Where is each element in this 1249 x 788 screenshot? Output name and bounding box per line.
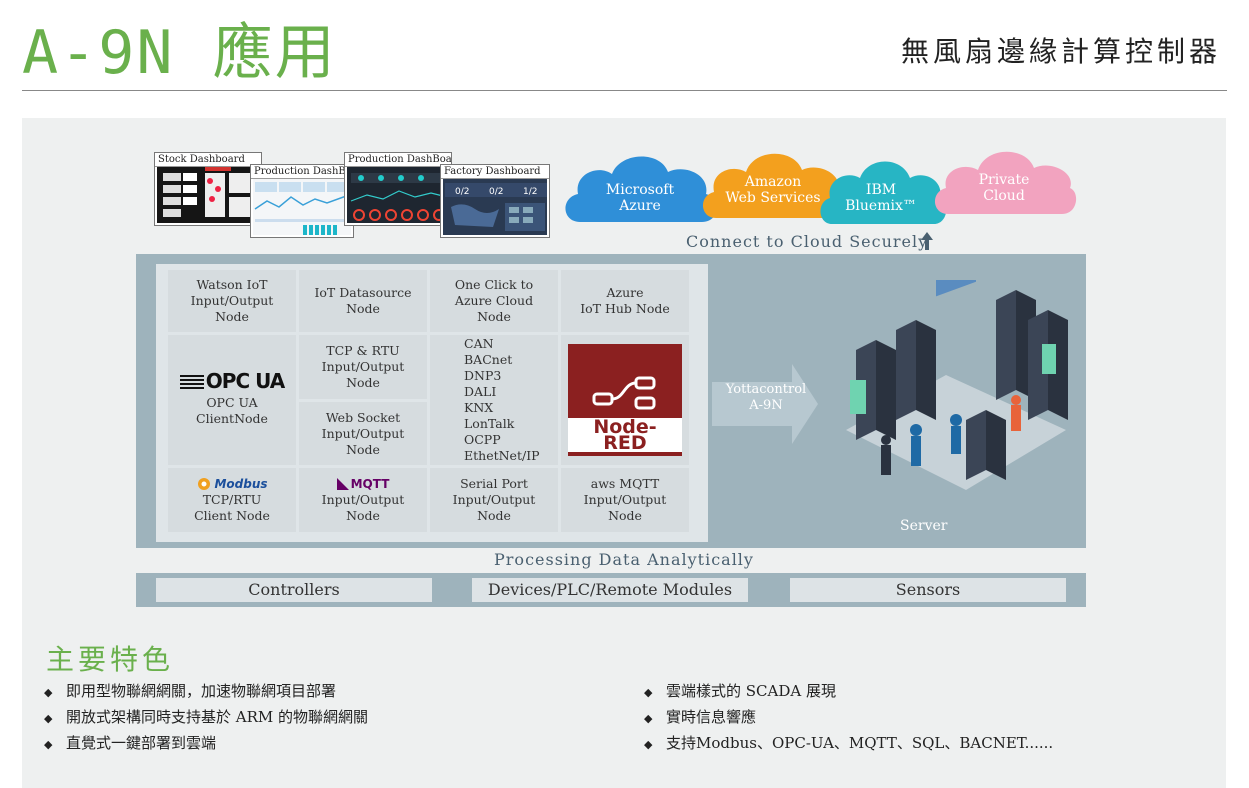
cloud-label: Azure	[619, 198, 661, 214]
mqtt-signal-icon	[336, 478, 349, 490]
opc-ua-logo: OPC UA	[179, 371, 285, 391]
cloud-label: Microsoft	[605, 182, 675, 198]
features-list-left: ◆即用型物聯網網關，加速物聯網項目部署 ◆開放式架構同時支持基於 ARM 的物聯…	[44, 678, 368, 756]
dashboard-title: Production DashBoard	[345, 153, 451, 167]
field-device-bar: Controllers Devices/PLC/Remote Modules S…	[136, 573, 1086, 607]
arrow-up-icon	[921, 232, 933, 250]
list-item: ◆實時信息響應	[644, 704, 1053, 730]
list-item: ◆即用型物聯網網關，加速物聯網項目部署	[44, 678, 368, 704]
dashboard-title: Factory Dashboard	[441, 165, 549, 179]
stock-dashboard-thumb: Stock Dashboard	[154, 152, 262, 226]
page-subtitle: 無風扇邊緣計算控制器	[900, 35, 1221, 68]
node-red-logo: Node-RED	[568, 344, 682, 456]
bottom-item-devices: Devices/PLC/Remote Modules	[472, 578, 748, 602]
diamond-bullet-icon: ◆	[644, 712, 653, 725]
svg-text:1/2: 1/2	[523, 187, 537, 197]
list-item: ◆直覺式一鍵部署到雲端	[44, 730, 368, 756]
diamond-bullet-icon: ◆	[44, 686, 53, 699]
dashboard-title: Stock Dashboard	[155, 153, 261, 167]
cloud-label: Cloud	[983, 188, 1025, 204]
cloud-label: Bluemix™	[845, 198, 917, 214]
dashboard-preview-icon	[163, 167, 253, 217]
server-label: Server	[900, 518, 948, 534]
server-room-illustration	[846, 280, 1068, 490]
diamond-bullet-icon: ◆	[644, 686, 653, 699]
cloud-label: IBM	[865, 182, 897, 198]
diamond-bullet-icon: ◆	[44, 712, 53, 725]
dashboard-preview-icon	[350, 173, 448, 221]
opc-ua-stripes-icon	[179, 375, 204, 389]
cloud-icon	[702, 153, 846, 218]
features-list-right: ◆雲端樣式的 SCADA 展現 ◆實時信息響應 ◆支持Modbus、OPC-UA…	[644, 678, 1053, 756]
cloud-icon	[565, 156, 717, 222]
svg-text:0/2: 0/2	[455, 187, 469, 197]
architecture-diagram: Stock Dashboard Production DashBoard	[22, 118, 1226, 788]
arrow-right-icon	[712, 364, 818, 444]
dashboard-title: Production DashBoard	[251, 165, 353, 179]
dashboard-preview-icon: 0/2 0/2 1/2	[445, 183, 547, 231]
diamond-bullet-icon: ◆	[644, 738, 653, 751]
bottom-item-controllers: Controllers	[156, 578, 432, 602]
cloud-label: Private	[978, 172, 1030, 188]
cloud-label: Amazon	[744, 174, 802, 190]
list-item: ◆開放式架構同時支持基於 ARM 的物聯網網關	[44, 704, 368, 730]
features-title: 主要特色	[46, 643, 175, 676]
production-dashboard-thumb: Production DashBoard	[250, 164, 354, 238]
modbus-logo: Modbus	[196, 476, 268, 492]
node-red-cell: Node-RED	[561, 335, 689, 465]
mqtt-logo: MQTT	[336, 476, 389, 492]
page-title: A-9N 應用	[22, 18, 337, 88]
cloud-caption: Connect to Cloud Securely	[686, 232, 929, 251]
list-item: ◆支持Modbus、OPC-UA、MQTT、SQL、BACNET......	[644, 730, 1053, 756]
node-red-flow-icon	[592, 376, 656, 410]
modbus-gear-icon	[198, 478, 211, 490]
production-dashboard-dark-thumb: Production DashBoard	[344, 152, 452, 226]
diamond-bullet-icon: ◆	[44, 738, 53, 751]
list-item: ◆雲端樣式的 SCADA 展現	[644, 678, 1053, 704]
processing-caption: Processing Data Analytically	[494, 550, 754, 569]
bottom-item-sensors: Sensors	[790, 578, 1066, 602]
cloud-icon	[820, 161, 946, 224]
dashboard-preview-icon	[254, 182, 350, 235]
svg-text:0/2: 0/2	[489, 187, 503, 197]
cloud-label: Web Services	[725, 190, 821, 206]
cloud-icon	[934, 151, 1077, 214]
header-divider	[22, 90, 1227, 91]
factory-dashboard-thumb: Factory Dashboard 0/2 0/2 1/2	[440, 164, 550, 238]
